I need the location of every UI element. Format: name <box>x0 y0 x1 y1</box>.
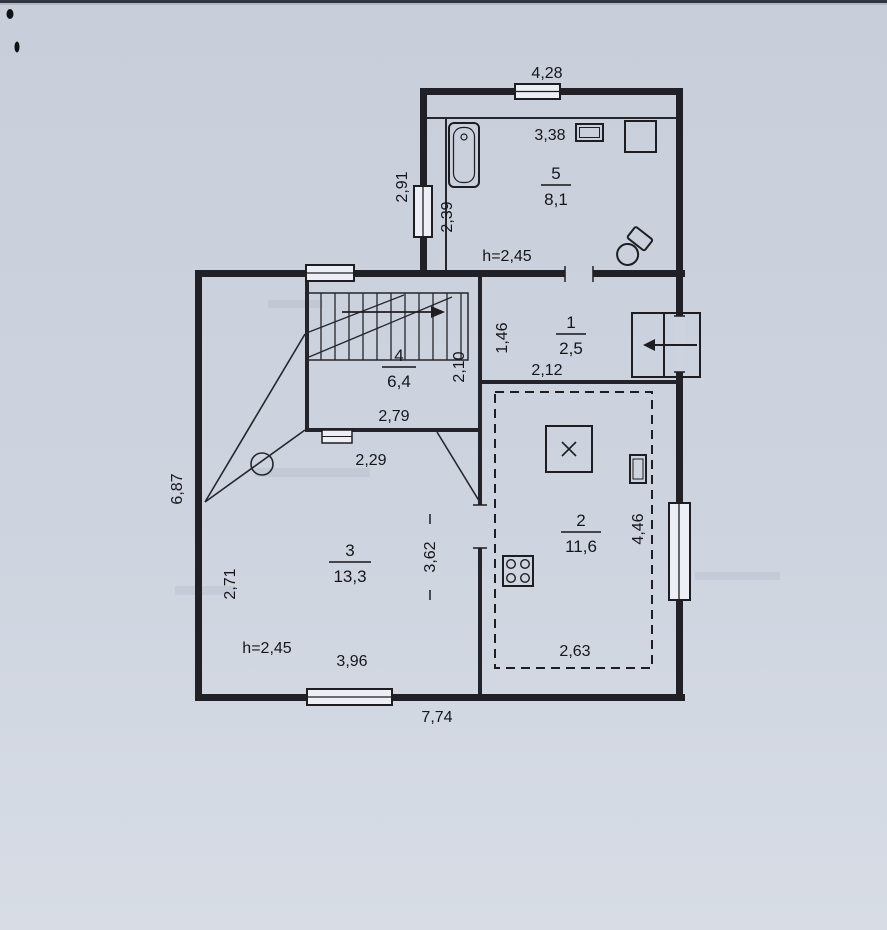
room-number: 1 <box>566 313 575 332</box>
wing-interior-lines <box>427 117 676 270</box>
dim-kitchen-bottom-width: 2,63 <box>559 643 590 660</box>
bleed-through-smudges <box>175 300 780 595</box>
room-area: 13,3 <box>333 567 366 586</box>
dim-living-mid-height: 3,62 <box>422 541 439 572</box>
kitchen-zone-outline <box>494 391 653 669</box>
room-area: 11,6 <box>565 537 597 556</box>
room-area: 2,5 <box>559 339 583 358</box>
dim-hall-width: 2,12 <box>531 362 562 379</box>
wall-main-top-left <box>195 270 565 277</box>
table-icon <box>545 425 593 473</box>
wall-wing-right <box>676 88 683 270</box>
door-openings <box>473 266 594 549</box>
dim-stair-room-upper-width: 2,79 <box>378 408 409 425</box>
wall-main-left <box>195 270 202 701</box>
room-area: 8,1 <box>544 190 568 209</box>
room-label-1: 1 2,5 <box>556 313 586 358</box>
room-area: 6,4 <box>387 372 411 391</box>
wall-wing-left <box>420 88 427 270</box>
room-label-5: 5 8,1 <box>541 164 571 209</box>
wall-b <box>478 380 683 384</box>
under-stair-lines <box>204 333 482 505</box>
room-number: 5 <box>551 164 560 183</box>
radiator-icon <box>321 429 353 444</box>
room-label-4: 4 6,4 <box>382 346 416 391</box>
bathtub-icon <box>448 122 480 188</box>
room-number: 2 <box>576 511 585 530</box>
dim-living-bottom-width: 3,96 <box>336 653 367 670</box>
fixtures <box>448 120 657 587</box>
room-number: 4 <box>394 346 403 365</box>
toilet-icon <box>616 226 654 266</box>
stove-icon <box>502 555 534 587</box>
dim-overall-bottom-width: 7,74 <box>421 709 452 726</box>
dim-overall-left-height: 6,87 <box>169 473 186 504</box>
wall-a-upper <box>478 277 482 505</box>
water-heater-icon <box>624 120 657 153</box>
entry-arrow-icon <box>643 339 697 351</box>
dim-hall-depth: 1,46 <box>494 322 511 353</box>
room-label-3: 3 13,3 <box>329 541 371 586</box>
entry-door-jambs <box>674 315 685 373</box>
window-icon <box>668 502 691 601</box>
room-labels: 5 8,1 1 2,5 4 6,4 2 11,6 3 13,3 <box>329 164 601 586</box>
window-icon <box>514 83 561 100</box>
windows <box>305 83 691 706</box>
dim-bathroom-inner-height: 2,39 <box>439 201 456 232</box>
dim-living-left-height: 2,71 <box>222 568 239 599</box>
wall-a-lower <box>478 548 482 694</box>
wall-main-top-right <box>593 270 685 277</box>
scan-artifacts <box>0 0 887 53</box>
room-label-2: 2 11,6 <box>561 511 601 556</box>
ceiling-height-note-wing: h=2,45 <box>482 248 531 265</box>
window-icon <box>305 264 355 282</box>
post-icon <box>250 452 274 476</box>
dim-kitchen-right-height: 4,46 <box>630 513 647 544</box>
ceiling-height-note-living: h=2,45 <box>242 640 291 657</box>
window-icon <box>306 688 393 706</box>
sink-icon <box>575 123 604 142</box>
stairs-icon <box>306 292 469 361</box>
room-number: 3 <box>345 541 354 560</box>
window-icon <box>413 185 433 238</box>
stairs-direction-arrow-icon <box>342 306 445 318</box>
wall-main-right <box>676 270 683 701</box>
dim-bathroom-inner-width: 3,38 <box>534 127 565 144</box>
wall-c <box>305 428 482 432</box>
dim-stair-room-lower-width: 2,29 <box>355 452 386 469</box>
wall-main-bottom <box>195 694 685 701</box>
boiler-icon <box>629 454 647 484</box>
dimension-labels: 4,28 3,38 h=2,45 2,12 2,79 2,29 2,63 3,9… <box>169 65 647 726</box>
dim-top-width: 4,28 <box>531 65 562 82</box>
dim-stair-room-height: 2,10 <box>451 351 468 382</box>
dim-bathroom-outer-height: 2,91 <box>394 171 411 202</box>
